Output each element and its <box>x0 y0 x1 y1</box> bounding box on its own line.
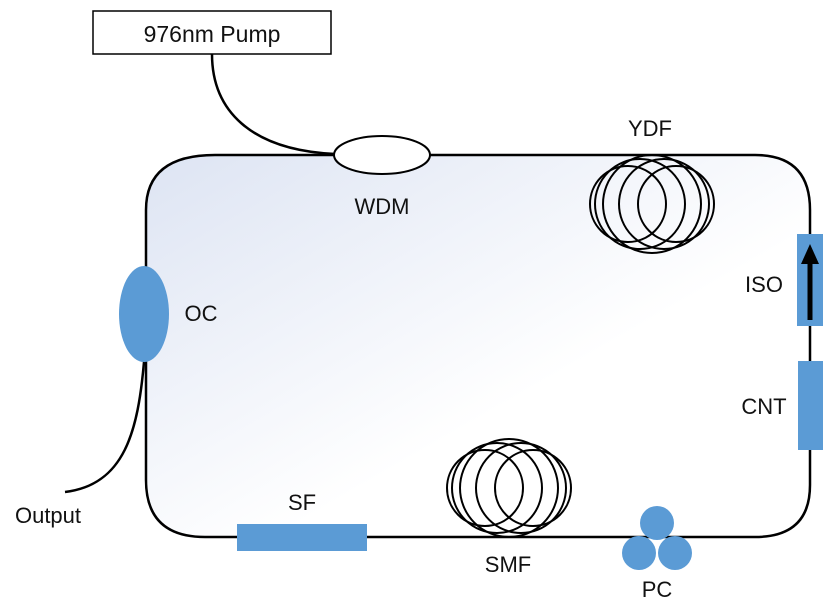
cnt-label: CNT <box>741 394 786 419</box>
sf-fiber <box>237 524 367 551</box>
pc-polarization-controller <box>622 506 692 570</box>
pump-box <box>92 10 332 55</box>
smf-label: SMF <box>485 552 531 577</box>
pump-label: 976nm Pump <box>144 21 281 47</box>
sf-label: SF <box>288 490 316 515</box>
output-fiber <box>64 361 146 494</box>
pc-label: PC <box>642 577 673 602</box>
ring-cavity-fiber <box>144 153 812 539</box>
iso-arrowhead-icon <box>801 244 819 264</box>
output-label: Output <box>15 503 81 528</box>
smf-fiber-coil <box>446 438 572 538</box>
wdm-coupler <box>333 135 431 175</box>
ydf-label: YDF <box>628 116 672 141</box>
iso-label: ISO <box>745 272 783 297</box>
cnt-absorber <box>798 361 823 450</box>
oc-label: OC <box>185 301 218 326</box>
pump-fiber <box>210 53 336 156</box>
oc-coupler <box>119 266 169 362</box>
wdm-label: WDM <box>355 194 410 219</box>
ydf-fiber-coil <box>589 154 715 254</box>
